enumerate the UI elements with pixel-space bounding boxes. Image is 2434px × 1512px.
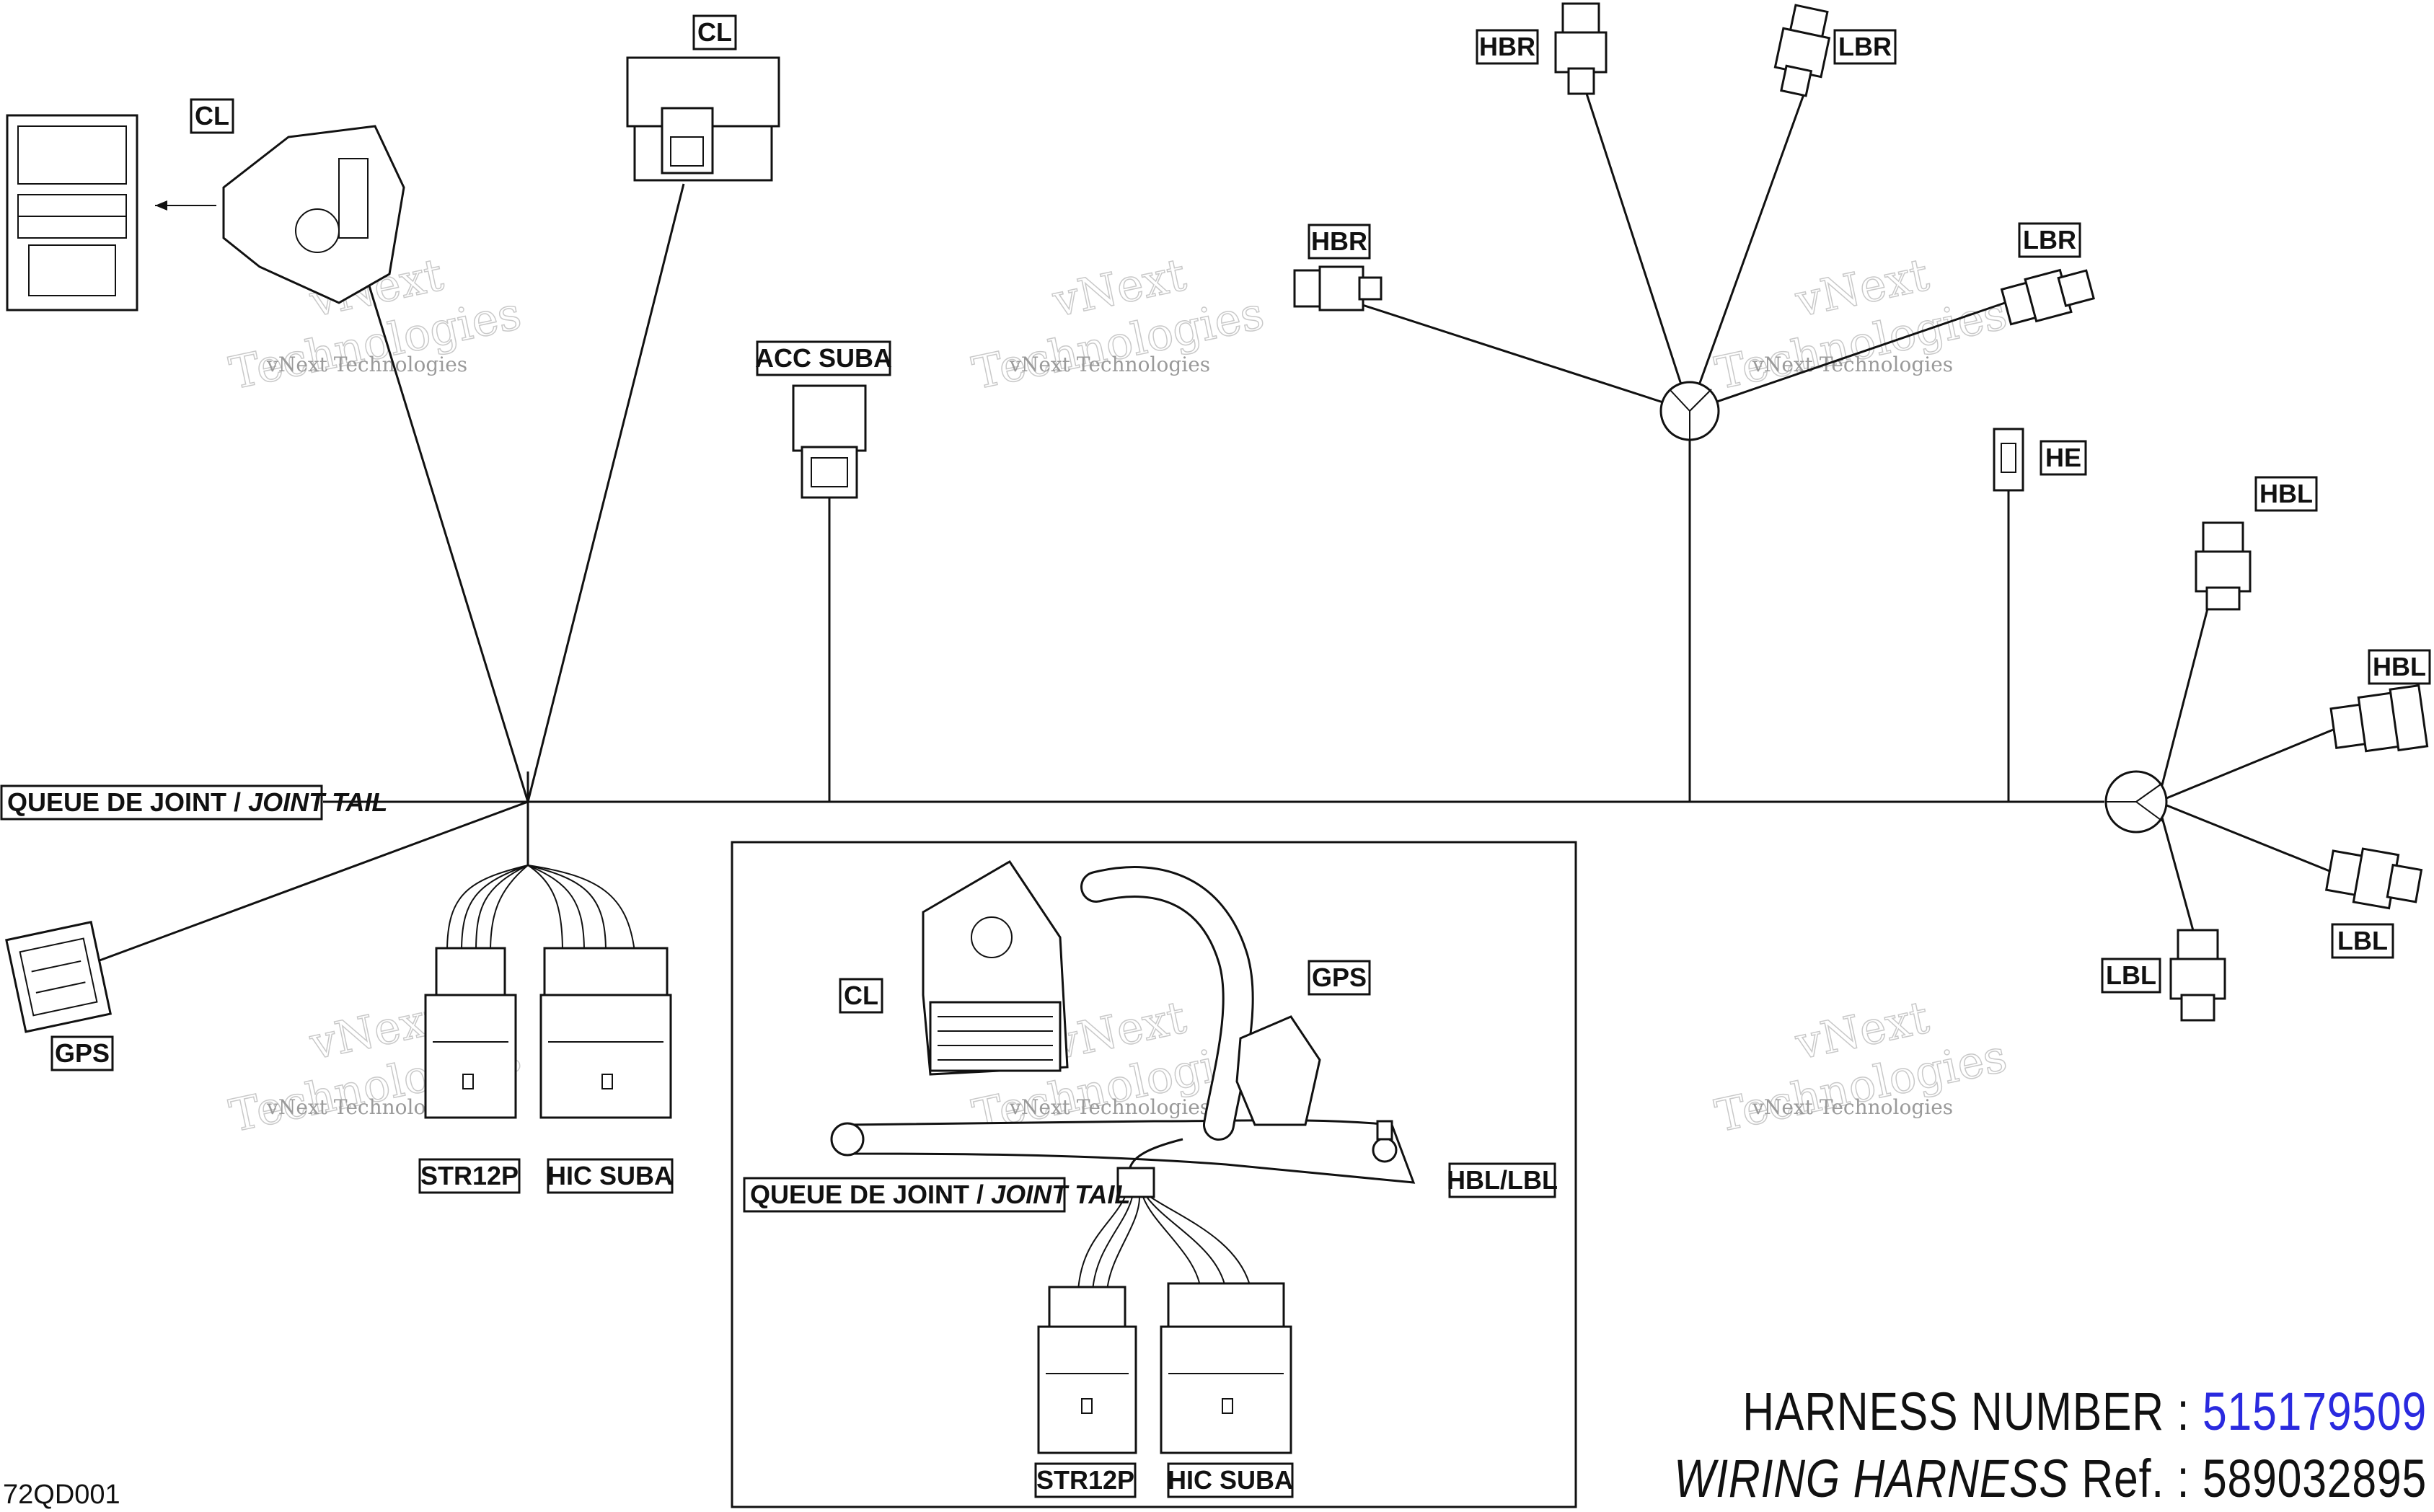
svg-text:HBR: HBR — [1479, 32, 1535, 61]
harness-wires — [93, 86, 2337, 964]
wiring-harness-ref-line: WIRING HARNESS Ref. : 589032895 — [1674, 1448, 2427, 1509]
svg-text:STR12P: STR12P — [1036, 1465, 1134, 1495]
hbr-connector-top — [1554, 2, 1608, 95]
lbl-connector-right — [2324, 847, 2423, 910]
svg-text:HBL: HBL — [2373, 652, 2426, 681]
label-cl-top: CL — [692, 14, 737, 50]
label-str12p: STR12P — [418, 1158, 521, 1194]
label-lbr-top: LBR — [1833, 29, 1897, 65]
inset-label-joint-tail: QUEUE DE JOINT / JOINT TAIL — [743, 1177, 1130, 1213]
label-lbl-bottom: LBL — [2101, 958, 2161, 994]
harness-number-line: HARNESS NUMBER : 515179509 — [1742, 1381, 2427, 1442]
label-hbr-top: HBR — [1476, 29, 1539, 65]
cl-connector-top — [626, 56, 780, 182]
svg-text:HIC SUBA: HIC SUBA — [1168, 1465, 1293, 1495]
figure-code: 72QD001 — [3, 1480, 120, 1510]
hbr-connector-left — [1293, 265, 1383, 311]
harness-number-value: 515179509 — [2202, 1381, 2427, 1441]
watermark-3: vNext Technologies vNext Technologies — [1710, 247, 2011, 400]
svg-text:GPS: GPS — [55, 1038, 110, 1068]
svg-text:HBL: HBL — [2259, 479, 2313, 508]
svg-text:QUEUE DE JOINT / JOINT TAIL: QUEUE DE JOINT / JOINT TAIL — [7, 787, 387, 817]
hbl-connector-right — [2329, 684, 2429, 753]
hbl-connector-top — [2195, 521, 2252, 611]
label-cl-top-left: CL — [190, 98, 234, 134]
fan-wires — [446, 865, 635, 952]
svg-text:vNext Technologies: vNext Technologies — [266, 353, 467, 376]
label-hic-suba: HIC SUBA — [547, 1158, 674, 1194]
svg-text:vNext Technologies: vNext Technologies — [1009, 1095, 1210, 1119]
svg-text:LBR: LBR — [1838, 32, 1892, 61]
label-hbr-left: HBR — [1308, 224, 1371, 260]
svg-text:HBL/LBL: HBL/LBL — [1447, 1165, 1558, 1195]
svg-text:LBR: LBR — [2023, 225, 2076, 255]
svg-text:HBR: HBR — [1311, 226, 1367, 256]
inset-label-cl: CL — [839, 978, 883, 1014]
label-joint-tail: QUEUE DE JOINT / JOINT TAIL — [0, 784, 387, 821]
inset-label-gps: GPS — [1308, 960, 1371, 996]
label-lbl-right: LBL — [2331, 923, 2394, 959]
lbr-connector-top — [1773, 4, 1831, 97]
he-connector — [1993, 428, 2024, 492]
svg-text:ACC SUBA: ACC SUBA — [755, 343, 892, 373]
watermark-2: vNext Technologies vNext Technologies — [967, 247, 1269, 400]
str12p-connector — [424, 947, 517, 1119]
junction-right — [2104, 770, 2168, 834]
acc-suba-connector — [792, 384, 867, 499]
label-lbr-right: LBR — [2018, 222, 2081, 258]
svg-text:vNext Technologies: vNext Technologies — [1752, 353, 1953, 376]
inset-label-hic-suba: HIC SUBA — [1167, 1462, 1294, 1498]
svg-text:LBL: LBL — [2106, 960, 2156, 990]
gps-connector-left — [5, 921, 113, 1033]
junction-top — [1659, 381, 1720, 441]
svg-text:CL: CL — [844, 981, 878, 1010]
svg-text:vNext Technologies: vNext Technologies — [1752, 1095, 1953, 1119]
label-hbl-top: HBL — [2254, 476, 2318, 512]
svg-text:CL: CL — [697, 17, 732, 47]
svg-text:HIC SUBA: HIC SUBA — [547, 1161, 673, 1190]
svg-text:STR12P: STR12P — [420, 1161, 519, 1190]
watermark-6: vNext Technologies vNext Technologies — [1710, 990, 2011, 1143]
inset-label-str12p: STR12P — [1034, 1462, 1137, 1498]
wiring-harness-label: WIRING HARNESS — [1674, 1449, 2069, 1508]
inset-panel — [731, 841, 1577, 1508]
svg-text:vNext Technologies: vNext Technologies — [1009, 353, 1210, 376]
label-acc-suba: ACC SUBA — [755, 340, 892, 376]
hic-suba-connector — [539, 947, 672, 1119]
lbr-connector-right — [2000, 268, 2095, 326]
svg-text:LBL: LBL — [2337, 926, 2388, 955]
svg-text:HE: HE — [2045, 443, 2081, 472]
lbl-connector-bottom — [2169, 929, 2226, 1022]
harness-number-label: HARNESS NUMBER : — [1742, 1381, 2202, 1441]
cl-connector-top-left — [6, 114, 405, 311]
ref-label: Ref. : — [2068, 1449, 2202, 1508]
label-he: HE — [2040, 440, 2087, 476]
ref-number: 589032895 — [2202, 1449, 2427, 1508]
label-gps-left: GPS — [50, 1035, 114, 1071]
svg-text:QUEUE DE JOINT / JOINT TAIL: QUEUE DE JOINT / JOINT TAIL — [750, 1180, 1130, 1209]
inset-label-hbl-lbl: HBL/LBL — [1447, 1162, 1558, 1198]
svg-text:GPS: GPS — [1312, 963, 1367, 992]
label-hbl-right: HBL — [2368, 649, 2431, 685]
svg-text:CL: CL — [195, 101, 229, 131]
